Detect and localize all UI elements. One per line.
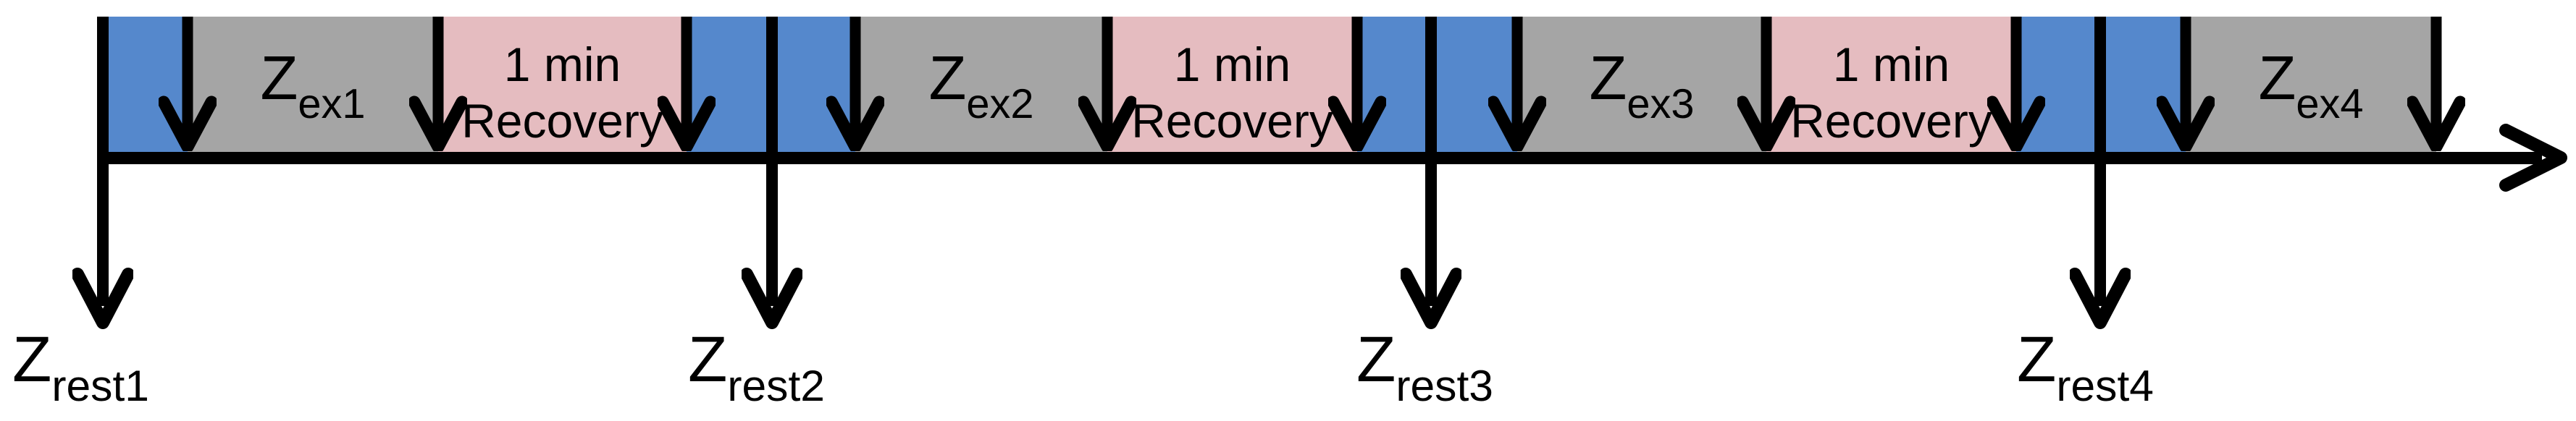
rest-arrow-4 — [2070, 17, 2131, 329]
rest-marker-1-label: Zrest1 — [12, 327, 149, 408]
segment-boundary-arrow-10 — [2157, 17, 2215, 151]
rest-marker-1-label-sub: rest1 — [51, 361, 149, 411]
recovery-1-label-line1: 1 min — [503, 37, 621, 91]
segment-rest-3 — [1357, 17, 1517, 152]
segment-boundary-arrow-6 — [1328, 17, 1386, 151]
rest-marker-2-label-base: Z — [688, 323, 728, 395]
recovery-3-label-line2: Recovery — [1790, 93, 1992, 148]
recovery-3-label: 1 min Recovery — [1766, 25, 2016, 160]
recovery-1-label-line2: Recovery — [461, 93, 663, 148]
segment-exercise-2: Zex2 — [855, 17, 1107, 152]
recovery-2-label: 1 min Recovery — [1107, 25, 1357, 160]
rest-marker-4-label-sub: rest4 — [2056, 361, 2154, 411]
recovery-3-label-line1: 1 min — [1832, 37, 1950, 91]
segment-exercise-1: Zex1 — [188, 17, 438, 152]
time-axis-arrowhead-icon — [2499, 124, 2567, 192]
segment-boundary-arrow-4 — [826, 17, 884, 151]
rest-arrow-3 — [1401, 17, 1461, 329]
rest-marker-1-label-base: Z — [12, 323, 52, 395]
segment-recovery-1: 1 min Recovery — [438, 17, 687, 152]
segment-boundary-arrow-8 — [1737, 17, 1795, 151]
rest-marker-4-label-base: Z — [2017, 323, 2057, 395]
segment-exercise-4: Zex4 — [2186, 17, 2436, 152]
exercise-4-label: Zex4 — [2258, 48, 2363, 126]
segment-boundary-arrow-3 — [658, 17, 716, 151]
segment-boundary-arrow-5 — [1078, 17, 1136, 151]
segment-exercise-3: Zex3 — [1517, 17, 1766, 152]
rest-marker-4-label: Zrest4 — [2017, 327, 2154, 408]
segment-boundary-arrow-11 — [2407, 17, 2465, 151]
recovery-2-label-line1: 1 min — [1173, 37, 1291, 91]
rest-marker-3-label-sub: rest3 — [1396, 361, 1493, 411]
segment-boundary-arrow-2 — [409, 17, 467, 151]
exercise-1-label: Zex1 — [260, 48, 365, 126]
rest-arrow-2 — [742, 17, 802, 329]
segment-boundary-arrow-9 — [1987, 17, 2045, 151]
exercise-4-label-base: Z — [2258, 43, 2296, 113]
rest-marker-2-label-sub: rest2 — [727, 361, 825, 411]
exercise-3-label-sub: ex3 — [1627, 80, 1695, 127]
rest-arrow-1 — [72, 17, 133, 329]
exercise-4-label-sub: ex4 — [2296, 80, 2364, 127]
segment-recovery-3: 1 min Recovery — [1766, 17, 2016, 152]
segment-recovery-2: 1 min Recovery — [1107, 17, 1357, 152]
segment-boundary-arrow-7 — [1488, 17, 1546, 151]
exercise-1-label-base: Z — [260, 43, 298, 113]
exercise-1-label-sub: ex1 — [298, 80, 366, 127]
time-axis — [97, 152, 2542, 164]
rest-marker-3-label: Zrest3 — [1356, 327, 1493, 408]
exercise-2-label: Zex2 — [928, 48, 1033, 126]
exercise-3-label-base: Z — [1589, 43, 1627, 113]
recovery-2-label-line2: Recovery — [1131, 93, 1333, 148]
exercise-2-label-base: Z — [928, 43, 967, 113]
recovery-1-label: 1 min Recovery — [438, 25, 687, 160]
rest-marker-3-label-base: Z — [1356, 323, 1396, 395]
exercise-3-label: Zex3 — [1589, 48, 1694, 126]
exercise-2-label-sub: ex2 — [966, 80, 1034, 127]
rest-marker-2-label: Zrest2 — [688, 327, 825, 408]
segment-boundary-arrow-1 — [159, 17, 217, 151]
